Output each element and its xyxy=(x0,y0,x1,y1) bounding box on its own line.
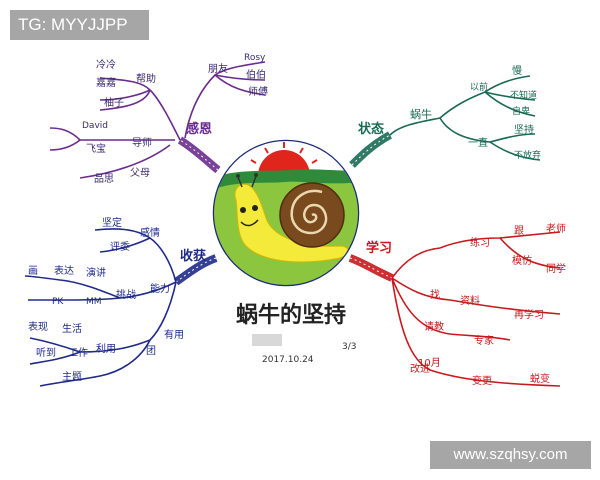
central-image xyxy=(212,139,360,287)
node-ability-item-2: 表达 xyxy=(54,264,74,277)
branch-label-harvest: 收获 xyxy=(180,248,206,264)
node-emotion-item-1: 坚定 xyxy=(102,216,122,229)
node-before-item-1: 慢 xyxy=(512,65,522,77)
node-practice: 练习 xyxy=(470,236,490,249)
node-friends-item-2: 伯伯 xyxy=(246,68,266,81)
node-help: 帮助 xyxy=(136,72,156,85)
node-mentor-item-1: David xyxy=(82,121,108,131)
node-ability-item-3: 演讲 xyxy=(86,266,106,279)
node-consult-item-1: 专家 xyxy=(474,334,494,347)
watermark-bottom: www.szqhsy.com xyxy=(430,441,591,469)
node-find-item-1: 资料 xyxy=(460,294,480,307)
branch-label-study: 学习 xyxy=(366,240,392,256)
branch-label-state: 状态 xyxy=(358,121,384,137)
center-note: 3/3 xyxy=(342,342,356,352)
node-ability-item-5: MM xyxy=(86,297,102,307)
node-practice-item-1: 跟 xyxy=(514,225,524,237)
node-improve: 改进 xyxy=(410,362,430,375)
node-mentor-item-2: 飞宝 xyxy=(86,142,106,155)
snail-eye-left xyxy=(240,207,246,213)
node-always: 一直 xyxy=(468,136,488,149)
node-help-item-3: 柚子 xyxy=(104,96,124,109)
branch-label-feelings: 感恩 xyxy=(186,121,212,137)
node-help-item-1: 冷冷 xyxy=(96,58,116,71)
node-before-item-2: 不知道 xyxy=(510,89,537,101)
node-ability-item-6: 挑战 xyxy=(116,288,136,301)
node-parents: 父母 xyxy=(130,167,150,179)
node-useful-item-4: 工作 xyxy=(68,347,88,359)
node-useful-item-2: 生活 xyxy=(62,322,82,335)
watermark-top: TG: MYYJJPP xyxy=(10,10,149,40)
node-useful-item-5: 主题 xyxy=(62,371,82,383)
snail-body xyxy=(234,183,349,263)
node-practice-item-4: 同学 xyxy=(546,262,566,275)
node-useful-item-1: 表现 xyxy=(28,320,48,333)
node-parents-item-1: 品思 xyxy=(94,173,114,185)
blurred-author xyxy=(252,334,282,346)
node-practice-item-3: 模仿 xyxy=(512,254,532,267)
node-improve-item-1: 10月 xyxy=(418,357,441,369)
node-before-item-3: 自卑 xyxy=(512,105,530,117)
node-useful-item-6: 利用 xyxy=(96,343,116,355)
snail-eye-right xyxy=(252,205,258,211)
node-emotion-item-2: 评委 xyxy=(110,240,130,253)
node-improve-item-3: 蜕变 xyxy=(530,372,550,385)
node-ability: 能力 xyxy=(150,282,170,295)
node-friends-item-1: Rosy xyxy=(244,53,266,63)
node-friends-item-3: 师傅 xyxy=(248,85,268,98)
node-before: 以前 xyxy=(470,81,488,93)
branch-ribs xyxy=(173,131,394,286)
node-find-item-2: 再学习 xyxy=(514,308,544,321)
node-consult: 请教 xyxy=(424,320,444,333)
node-mentor: 导师 xyxy=(132,136,152,149)
branch-study xyxy=(391,231,561,387)
shell-spiral xyxy=(290,189,328,235)
center-title: 蜗牛的坚持 xyxy=(236,302,346,328)
node-useful-item-7: 团 xyxy=(146,345,156,357)
node-ability-item-1: 画 xyxy=(28,266,38,277)
sun-rays xyxy=(250,142,318,164)
node-practice-item-2: 老师 xyxy=(546,222,566,235)
node-always-item-2: 不放弃 xyxy=(514,149,541,161)
branch-feelings xyxy=(49,61,266,179)
node-always-item-1: 坚持 xyxy=(514,123,534,136)
node-friends: 朋友 xyxy=(208,62,228,75)
sun-shape xyxy=(258,150,310,176)
node-useful: 有用 xyxy=(164,328,184,341)
node-ability-item-4: PK xyxy=(52,297,64,307)
node-find: 找 xyxy=(430,288,440,301)
node-emotion: 感情 xyxy=(140,226,160,239)
branch-state xyxy=(389,75,541,161)
node-state-sub: 蜗牛 xyxy=(410,107,432,121)
node-improve-item-2: 变更 xyxy=(472,374,492,387)
center-date: 2017.10.24 xyxy=(262,355,314,365)
node-help-item-2: 嘉嘉 xyxy=(96,76,116,89)
branch-harvest xyxy=(24,228,177,387)
node-useful-item-3: 听到 xyxy=(36,347,56,359)
